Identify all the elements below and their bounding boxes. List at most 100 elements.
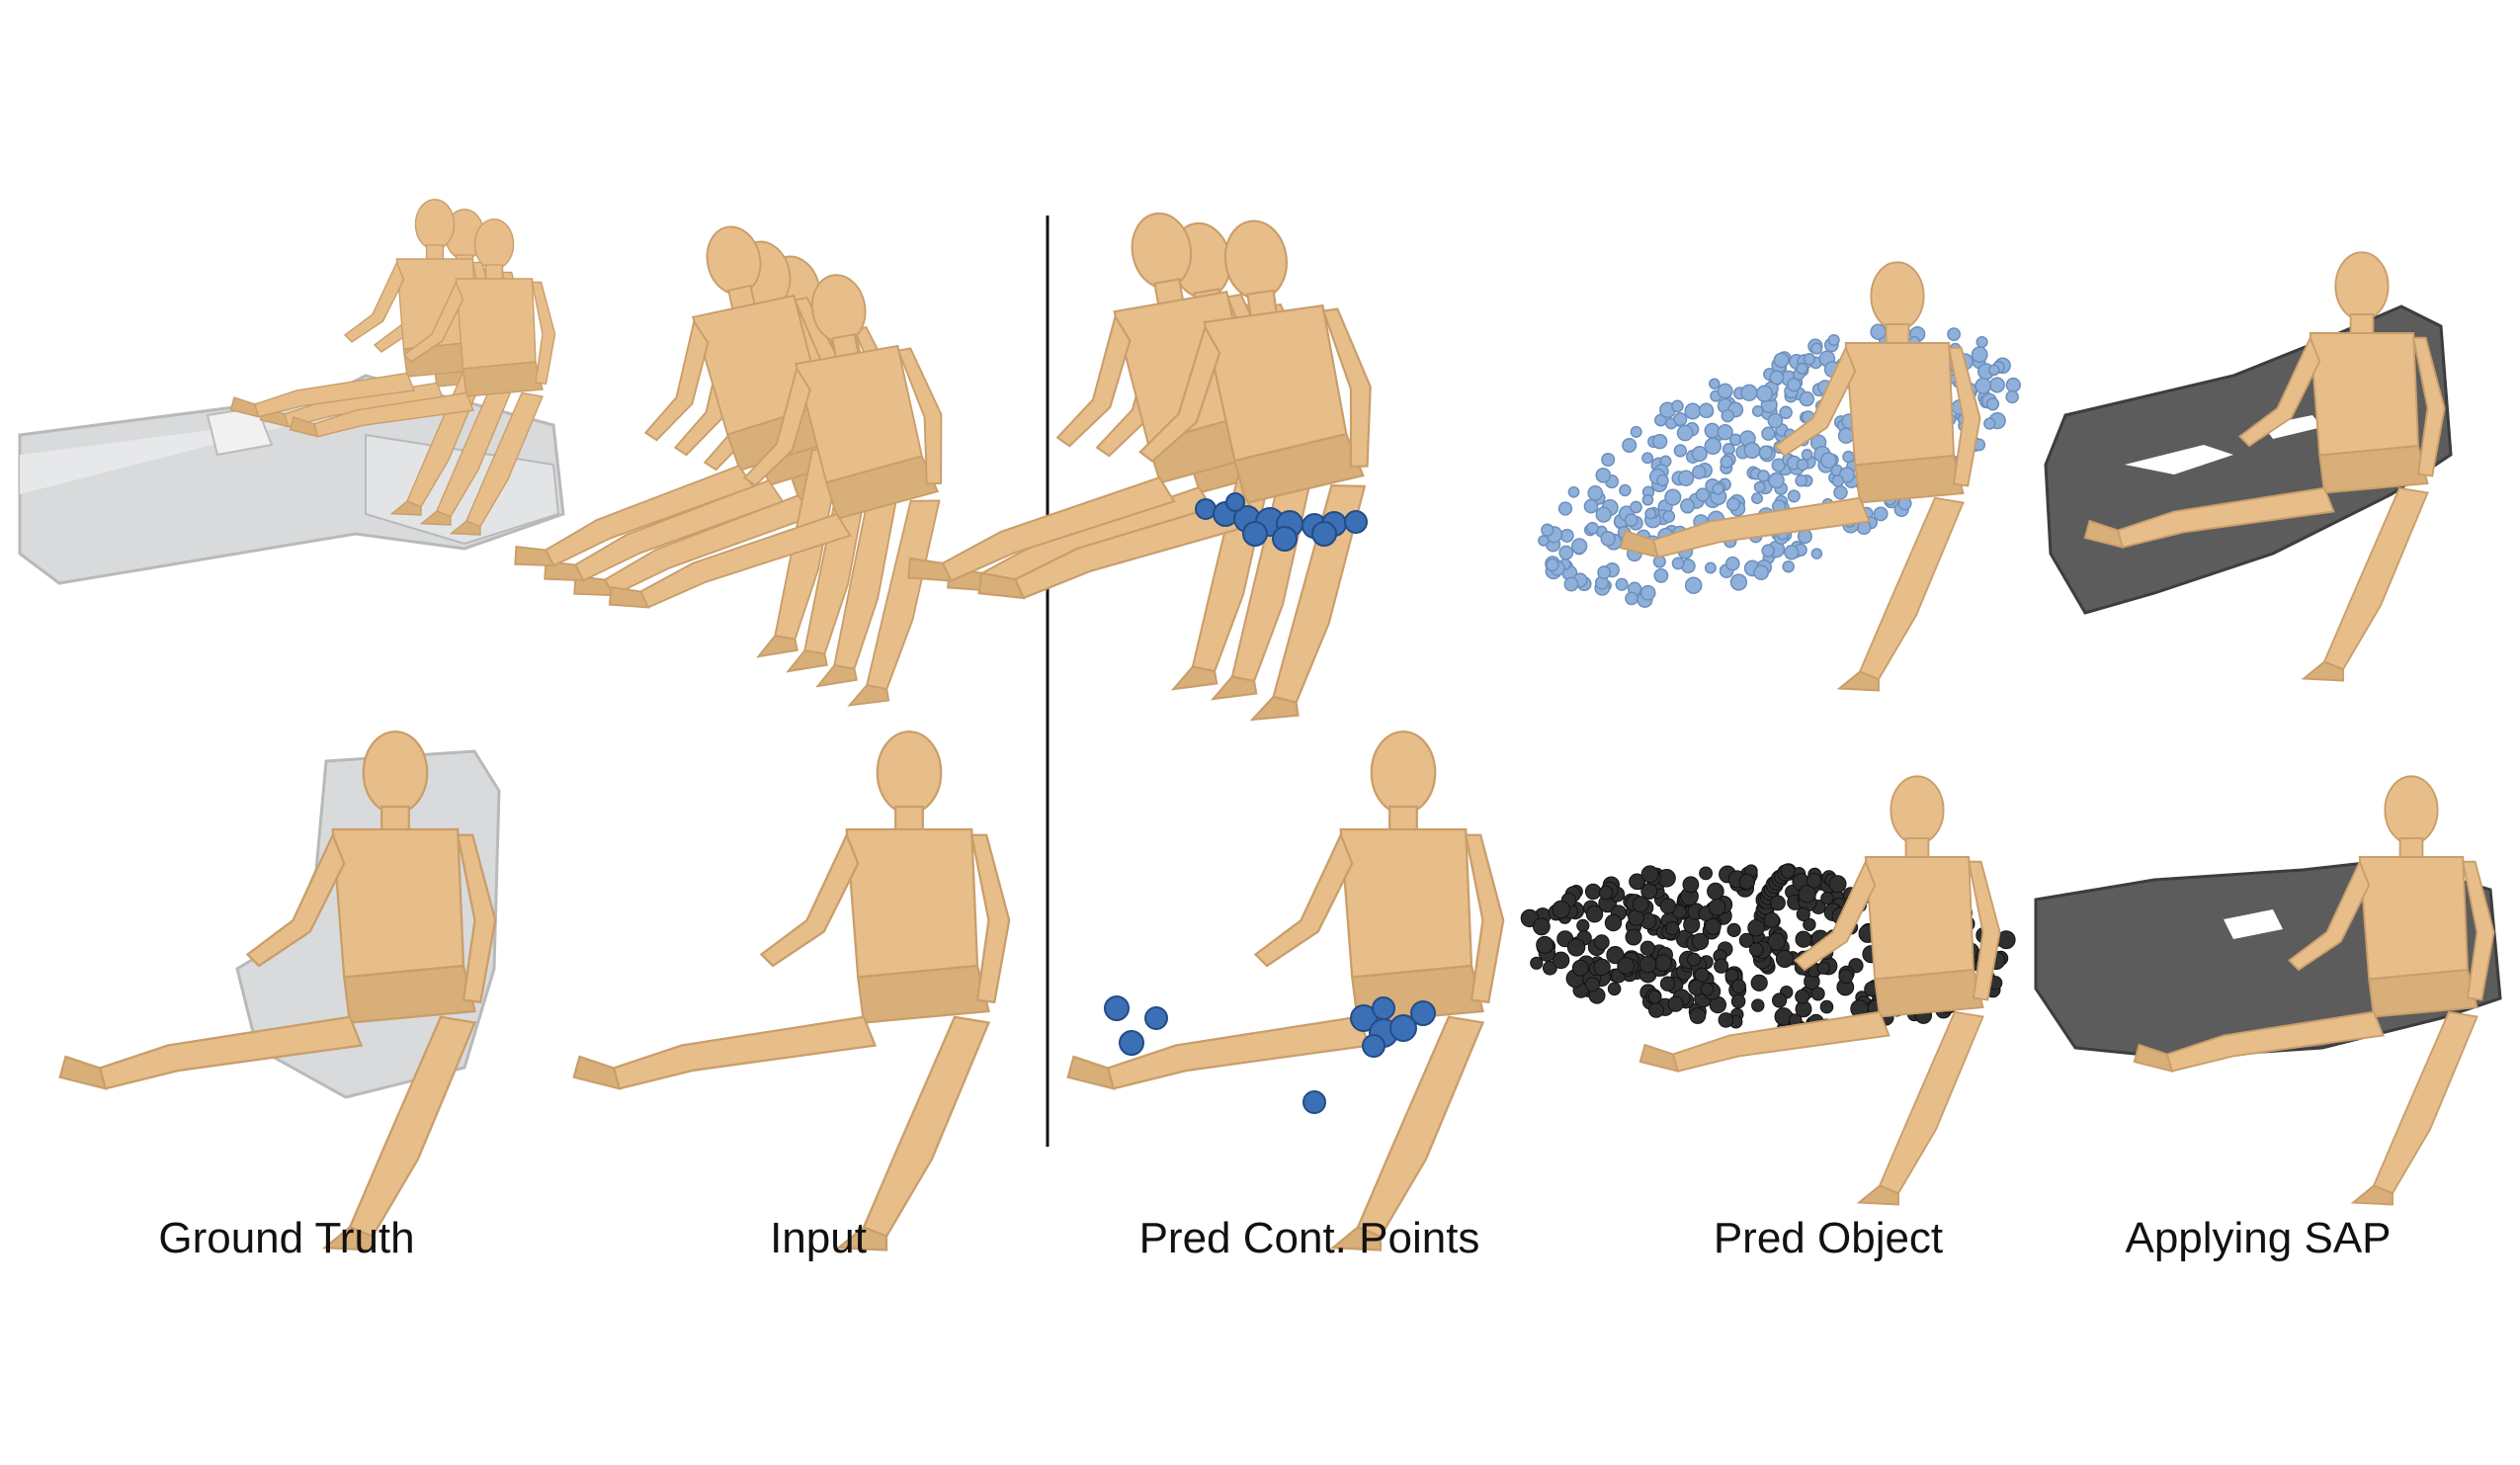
cloud-point [1720,455,1734,469]
cloud-point [1665,920,1680,936]
cloud-point [1971,346,1988,364]
cloud-point [1842,450,1855,464]
cloud-point [1769,370,1785,386]
cloud-point [1831,474,1845,487]
cloud-point [1595,467,1612,483]
cloud-point [1587,485,1604,501]
cloud-point [1738,932,1755,948]
contact-points-row2 [1104,995,1436,1114]
pred-object-row2 [1520,775,2016,1206]
cloud-point [1704,561,1717,574]
cloud-point [1717,383,1733,399]
cloud-point [1870,323,1887,340]
cloud-point [1748,942,1764,957]
cloud-point [1751,405,1764,417]
cloud-point [1775,949,1795,969]
cloud-point [1552,900,1570,919]
cloud-point [1816,961,1830,975]
cloud-point [1622,437,1638,454]
pred-object-row1 [1538,261,2021,692]
cloud-point [1743,442,1761,460]
cloud-point [1763,911,1780,928]
cloud-point [1639,940,1655,956]
cloud-point [1659,898,1677,914]
cloud-point [1796,458,1809,472]
cloud-point [1810,548,1823,560]
cloud-point [1698,402,1715,419]
cloud-point [1810,987,1825,1001]
cloud-point [1641,493,1654,506]
cloud-point [1712,482,1724,495]
cloud-point [2005,377,2021,393]
pred-contact-row1 [852,197,1416,758]
cloud-point [1593,934,1610,951]
cloud-point [1731,979,1746,994]
cloud-point [1673,411,1688,427]
cloud-point [1714,958,1729,974]
cloud-point [1639,584,1656,601]
cloud-point [1692,465,1707,479]
cloud-point [1640,865,1659,884]
cloud-point [1725,497,1741,512]
cloud-point [1606,946,1625,965]
cloud-point [1648,1002,1664,1018]
cloud-point [1593,958,1611,977]
cloud-point [1721,408,1735,423]
cloud-point [1691,446,1708,463]
contact-points-row1 [1195,492,1368,552]
cloud-point [1947,327,1961,341]
cloud-point [1974,377,1992,394]
cloud-point [1585,905,1604,923]
cloud-point [1724,968,1739,983]
cloud-point [1695,487,1711,502]
cloud-point [1584,977,1601,992]
cloud-point [1985,397,2000,411]
cloud-point [1676,424,1694,442]
cloud-point [1755,385,1774,402]
cloud-point [1833,485,1848,500]
cloud-point [1798,885,1816,904]
cloud-point [1604,913,1623,932]
cloud-point [1975,335,1988,349]
cloud-point [1625,591,1638,606]
cloud-point [1796,906,1810,922]
cloud-point [1795,989,1810,1004]
cloud-point [1684,402,1702,420]
cloud-point [1641,452,1654,465]
cloud-point [1567,485,1580,498]
cloud-point [1772,992,1788,1008]
cloud-point [1597,565,1612,580]
pred-contact-row2 [1066,730,1505,1251]
sap-row1 [2044,251,2453,682]
cloud-point [1687,952,1701,967]
cloud-point [1694,967,1710,983]
cloud-point [1773,352,1790,369]
cloud-point [1671,557,1685,570]
cloud-point [1653,567,1669,583]
cloud-point [1682,876,1700,894]
cloud-point [1583,498,1599,514]
cloud-point [1571,538,1588,555]
cloud-point [1740,384,1758,401]
cloud-point [1538,535,1550,547]
cloud-point [1801,449,1813,461]
cloud-point [1753,480,1766,493]
cloud-point [1557,501,1573,516]
cloud-point [1782,560,1795,573]
cloud-point [1758,445,1773,460]
cloud-point [1730,993,1746,1009]
cloud-point [1543,960,1557,976]
cloud-point [1689,1007,1707,1024]
cloud-point [1704,918,1722,935]
cloud-point [1571,959,1589,977]
cloud-point [1619,483,1632,497]
cloud-point [1761,544,1775,558]
cloud-point [1709,378,1721,389]
cloud-point [1600,531,1616,547]
cloud-point [1820,452,1837,470]
cloud-point [1632,896,1649,913]
cloud-point [1838,969,1854,985]
cloud-point [1873,506,1889,522]
cloud-point [1779,405,1793,420]
